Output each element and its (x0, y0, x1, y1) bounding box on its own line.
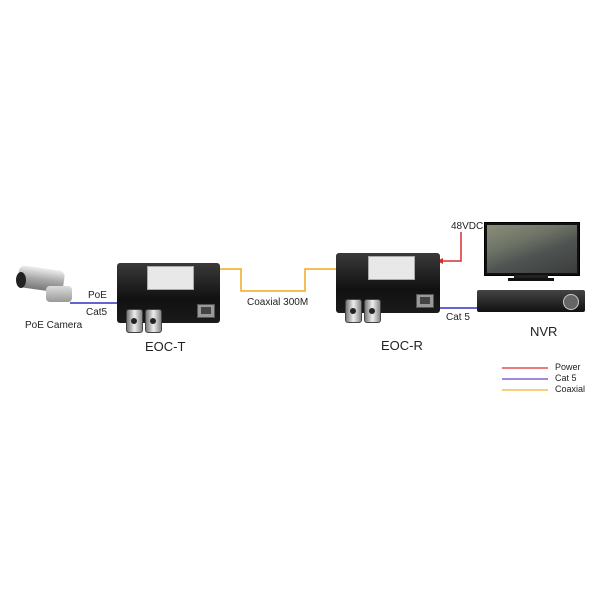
eoc-r-label: EOC-R (381, 338, 423, 353)
poe-camera (16, 264, 76, 306)
legend-power: Power (555, 362, 581, 372)
camera-label: PoE Camera (25, 320, 83, 331)
nvr-label: NVR (530, 324, 558, 339)
eoc-t-label: EOC-T (145, 339, 186, 354)
cat5-right-label: Cat 5 (446, 312, 470, 323)
legend-coaxial: Coaxial (555, 384, 586, 394)
nvr-device (477, 290, 585, 314)
monitor (484, 222, 580, 284)
legend-cat5: Cat 5 (555, 373, 577, 383)
cat5-left-label: Cat5 (86, 307, 108, 318)
coaxial-label: Coaxial 300M (247, 297, 309, 308)
eoc-r-device (336, 253, 440, 325)
power-label: 48VDC (451, 221, 484, 232)
monitor-screen (484, 222, 580, 276)
eoc-t-device (117, 263, 220, 335)
poe-label: PoE (88, 290, 107, 301)
